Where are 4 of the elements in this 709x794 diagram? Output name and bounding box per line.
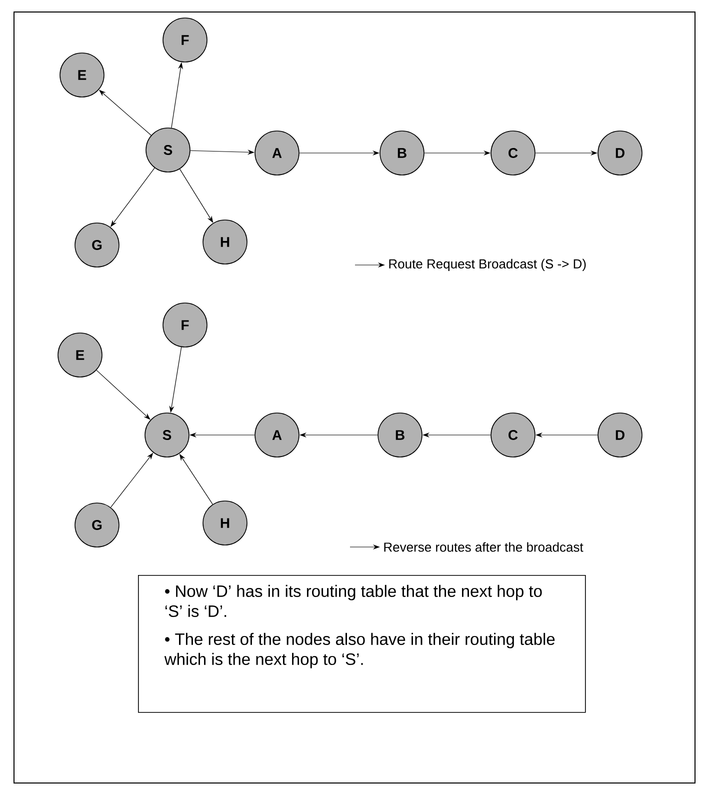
arrow (96, 370, 150, 420)
text-box: • Now ‘D’ has in its routing table that the next hop to ‘S’ is ‘D’. • The rest of the nodes also have in their routing table which is the next hop to ‘S’. (138, 575, 586, 713)
legend-text: Reverse routes after the broadcast (384, 542, 584, 552)
legend-text: Route Request Broadcast (S -> D) (389, 258, 586, 272)
